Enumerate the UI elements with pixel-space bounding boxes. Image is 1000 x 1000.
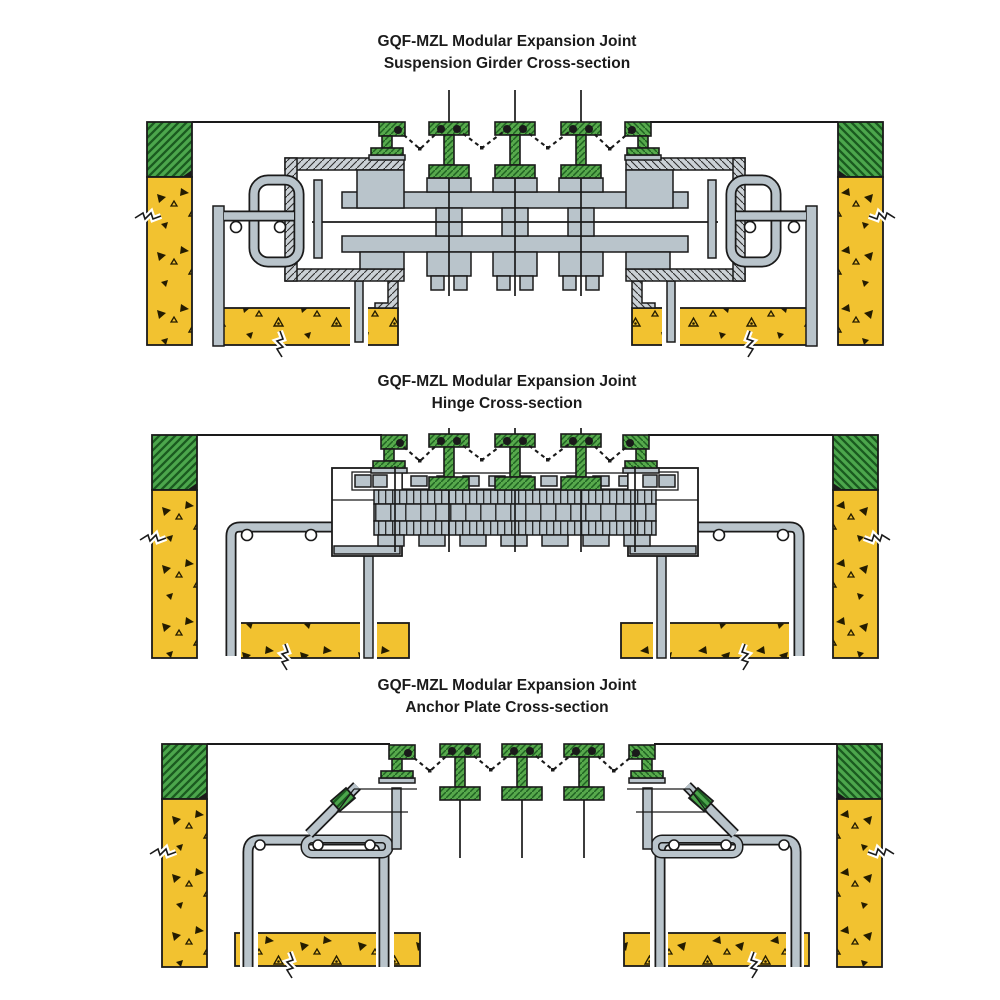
anchor-loop-ring: [312, 839, 324, 851]
hinge-right-half-mirrored: [621, 435, 890, 670]
box-corner-step: [374, 280, 399, 309]
box-hanger-bar: [363, 555, 374, 659]
left-abutment: [146, 121, 193, 346]
center-beam-3: [563, 743, 605, 801]
lamella-foot: [541, 534, 569, 547]
hanger-foot: [453, 275, 468, 291]
hanger-foot: [585, 275, 600, 291]
suspension-girder-title: GQF-MZL Modular Expansion Joint Suspensi…: [7, 31, 1000, 75]
center-beam-2: [494, 121, 536, 179]
anchor-right-half-mirrored: [624, 744, 894, 978]
title-line-1: GQF-MZL Modular Expansion Joint: [377, 33, 637, 50]
anchor-loop-ring: [273, 220, 287, 234]
lamella-foot: [582, 534, 610, 547]
suspension-girder-cross-section-diagram: [135, 90, 895, 357]
lamella-foot: [623, 534, 651, 547]
left-abutment: [151, 434, 198, 659]
left-edge-beam: [378, 744, 416, 784]
anchor-center-beams: [407, 743, 637, 858]
hanger-foot: [519, 275, 534, 291]
vertical-fin-plate: [313, 179, 323, 259]
anchor-plate-tip: [329, 786, 357, 813]
center-beam-1: [428, 121, 470, 179]
title-line-2: Anchor Plate Cross-section: [405, 699, 609, 716]
center-beam-2: [501, 743, 543, 801]
anchor-loop-ring: [229, 220, 243, 234]
center-beam-1: [439, 743, 481, 801]
anchor-loop-ring: [240, 528, 254, 542]
title-line-1: GQF-MZL Modular Expansion Joint: [377, 373, 637, 390]
deck-concrete-slab: [226, 622, 410, 659]
hanger-foot: [430, 275, 445, 291]
anchor-loop-ring: [254, 839, 266, 851]
lamella-foot: [418, 534, 446, 547]
anchor-left-half: [150, 743, 421, 978]
nested-loop-tube: [302, 836, 392, 857]
hinge-title: GQF-MZL Modular Expansion Joint Hinge Cr…: [7, 371, 1000, 415]
anchor-loop-ring: [364, 839, 376, 851]
anchor-loop-ring: [304, 528, 318, 542]
edge-beam-support-block: [356, 169, 405, 209]
vertical-anchor-bar: [212, 205, 225, 347]
anchor-plate-title: GQF-MZL Modular Expansion Joint Anchor P…: [7, 675, 1000, 719]
hinge-lamella-band: [373, 428, 657, 552]
center-beam-3: [560, 121, 602, 179]
edge-beam-lower-block: [359, 251, 405, 270]
left-edge-beam: [368, 121, 406, 161]
center-beam-3: [560, 433, 602, 491]
recess-outline: [335, 788, 408, 813]
title-line-2: Suspension Girder Cross-section: [383, 55, 631, 72]
lamella-foot: [377, 534, 405, 547]
anchor-tube: [227, 523, 332, 656]
center-beam-2: [494, 433, 536, 491]
suspension-left-half: [135, 121, 406, 357]
lamella-foot: [500, 534, 528, 547]
box-bottom-wall: [284, 268, 405, 282]
vertical-anchor-bar: [391, 787, 402, 850]
hanger-foot: [562, 275, 577, 291]
suspension-center-beams: [397, 90, 633, 296]
edge-rods: [394, 466, 636, 552]
box-hanger-bar: [354, 280, 364, 343]
title-line-1: GQF-MZL Modular Expansion Joint: [377, 677, 637, 694]
frame-bottom-plate: [333, 545, 401, 555]
title-line-2: Hinge Cross-section: [431, 395, 583, 412]
left-edge-beam: [370, 434, 408, 474]
center-beam-1: [428, 433, 470, 491]
hanger-foot: [496, 275, 511, 291]
deck-concrete-slab: [218, 307, 399, 346]
hinge-left-half: [140, 434, 410, 670]
anchor-plate-cross-section-diagram: [150, 744, 894, 978]
hinge-cross-section-diagram: [140, 428, 890, 670]
lamella-foot: [459, 534, 487, 547]
